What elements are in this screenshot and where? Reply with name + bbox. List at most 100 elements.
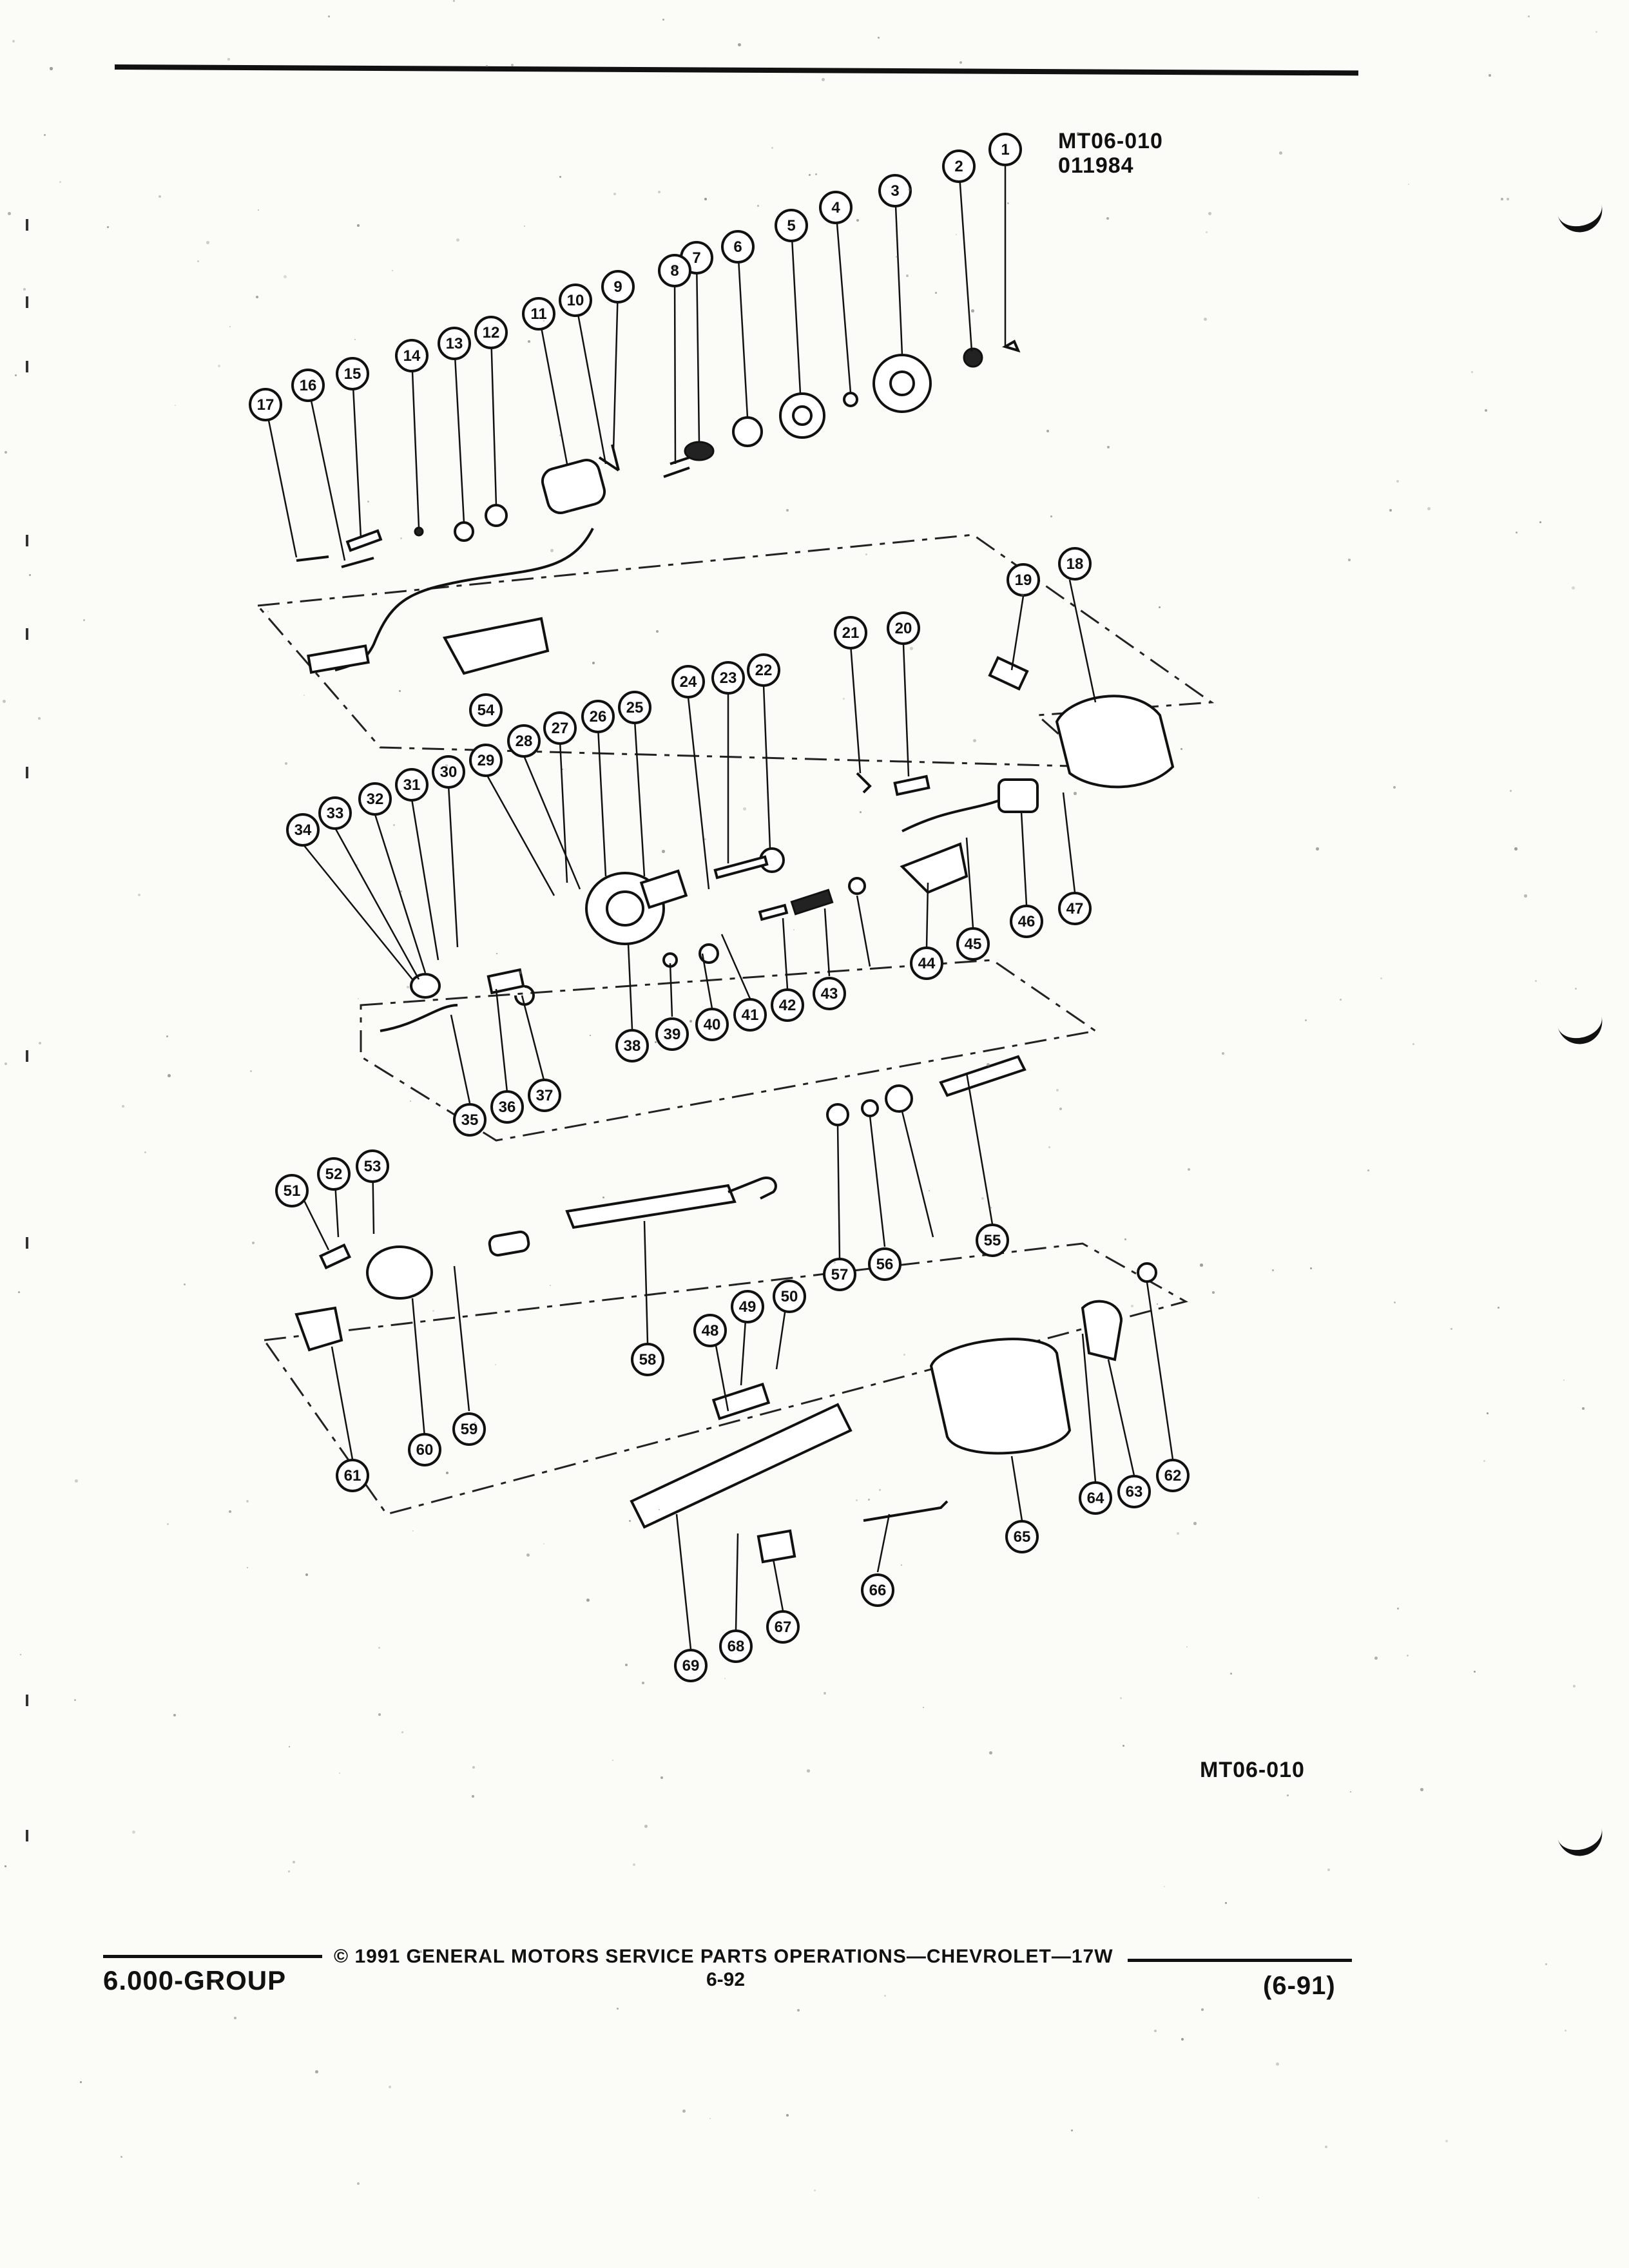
scan-speck: [1279, 151, 1282, 155]
column-jacket: [630, 1403, 853, 1529]
housing-bore: [606, 890, 644, 927]
callout-circle: [432, 755, 465, 789]
callout-23: 23: [711, 661, 745, 695]
callout-19: 19: [1007, 563, 1040, 597]
scan-speck: [50, 67, 53, 70]
scan-speck: [1498, 1307, 1499, 1309]
callout-51: 51: [275, 1174, 309, 1207]
callout-50: 50: [773, 1280, 806, 1313]
callout-37: 37: [528, 1079, 561, 1112]
scan-speck: [990, 1207, 992, 1209]
callout-34: 34: [286, 813, 320, 847]
callout-15: 15: [336, 357, 369, 390]
callout-10: 10: [559, 284, 592, 317]
callout-number: 61: [344, 1467, 361, 1485]
upper-shaft: [939, 1055, 1027, 1097]
callout-13: 13: [438, 327, 471, 360]
scan-speck: [1348, 559, 1351, 561]
scan-speck: [18, 1291, 21, 1294]
scan-speck: [704, 198, 707, 200]
callout-circle: [773, 1280, 806, 1313]
callout-63: 63: [1117, 1475, 1151, 1508]
scan-speck: [485, 1957, 488, 1960]
scan-speck: [901, 1564, 903, 1566]
scan-speck: [1071, 2129, 1074, 2132]
shift-lever-spring: [380, 1004, 458, 1032]
scan-speck: [472, 1795, 474, 1798]
turn-signal-switch: [541, 459, 606, 514]
callout-number: 33: [327, 805, 344, 822]
scan-speck: [738, 43, 741, 46]
callout-69: 69: [674, 1649, 708, 1682]
callout-41: 41: [733, 998, 767, 1032]
scan-speck: [39, 1042, 42, 1045]
scan-speck: [1483, 1460, 1486, 1463]
callout-5: 5: [775, 209, 808, 242]
scan-speck: [1106, 217, 1110, 220]
scan-speck: [526, 1553, 530, 1557]
scan-speck: [1445, 2140, 1448, 2142]
scan-speck: [1389, 509, 1392, 512]
scan-speck: [289, 1746, 291, 1748]
callout-circle: [618, 691, 651, 724]
callout-circle: [819, 191, 853, 224]
scan-speck: [956, 234, 958, 236]
scan-speck: [474, 1422, 476, 1424]
scan-speck: [1539, 521, 1541, 523]
callout-circle: [1117, 1475, 1151, 1508]
callout-circle: [775, 209, 808, 242]
callout-circle: [474, 316, 508, 349]
lock-bolt: [758, 903, 789, 921]
scan-speck: [328, 15, 330, 17]
scan-speck: [689, 1020, 692, 1023]
callout-number: 23: [720, 669, 737, 687]
scan-speck: [120, 2156, 123, 2158]
scan-speck: [1074, 792, 1077, 795]
scan-speck: [1380, 977, 1383, 980]
scan-speck: [971, 309, 974, 312]
scan-speck: [590, 1035, 592, 1037]
footer-rule-left: [103, 1955, 322, 1958]
retaining-ring: [1001, 340, 1021, 353]
scan-speck: [357, 224, 360, 227]
group-outlines: [255, 533, 1215, 1515]
callout-circle: [286, 813, 320, 847]
scan-speck: [122, 1105, 124, 1108]
scan-speck: [315, 2070, 318, 2073]
scan-speck: [757, 205, 759, 207]
scan-speck: [662, 19, 665, 21]
callout-circle: [438, 327, 471, 360]
callout-circle: [1058, 547, 1092, 581]
callout-number: 57: [831, 1266, 849, 1283]
bearing-a: [485, 504, 508, 527]
scan-speck: [655, 1041, 657, 1044]
scan-speck: [1193, 1522, 1197, 1525]
centering-spring: [861, 1099, 879, 1117]
callout-circle: [631, 1343, 664, 1376]
scan-speck: [879, 1489, 882, 1492]
scan-speck: [1524, 894, 1527, 898]
scan-speck: [973, 739, 976, 742]
scan-speck: [213, 1979, 216, 1982]
footer-group-label: 6.000-GROUP: [103, 1965, 287, 1995]
callout-42: 42: [771, 988, 804, 1022]
callout-number: 12: [483, 324, 500, 341]
callout-number: 65: [1014, 1528, 1031, 1546]
scan-speck: [1545, 1963, 1548, 1966]
callout-circle: [711, 661, 745, 695]
scan-speck: [1510, 790, 1512, 792]
scan-speck: [1048, 1146, 1051, 1149]
callout-56: 56: [868, 1247, 901, 1281]
callout-number: 49: [739, 1298, 757, 1316]
callout-22: 22: [747, 653, 780, 687]
scan-speck: [285, 762, 288, 765]
scan-speck: [856, 219, 860, 222]
scan-speck: [1050, 515, 1052, 517]
callout-43: 43: [813, 977, 846, 1010]
shoe-release: [699, 943, 719, 964]
leader-lines: [264, 166, 1174, 1650]
callout-number: 32: [367, 791, 384, 808]
scan-speck: [1374, 1657, 1378, 1660]
scan-speck: [903, 1354, 905, 1356]
callout-14: 14: [395, 339, 429, 372]
